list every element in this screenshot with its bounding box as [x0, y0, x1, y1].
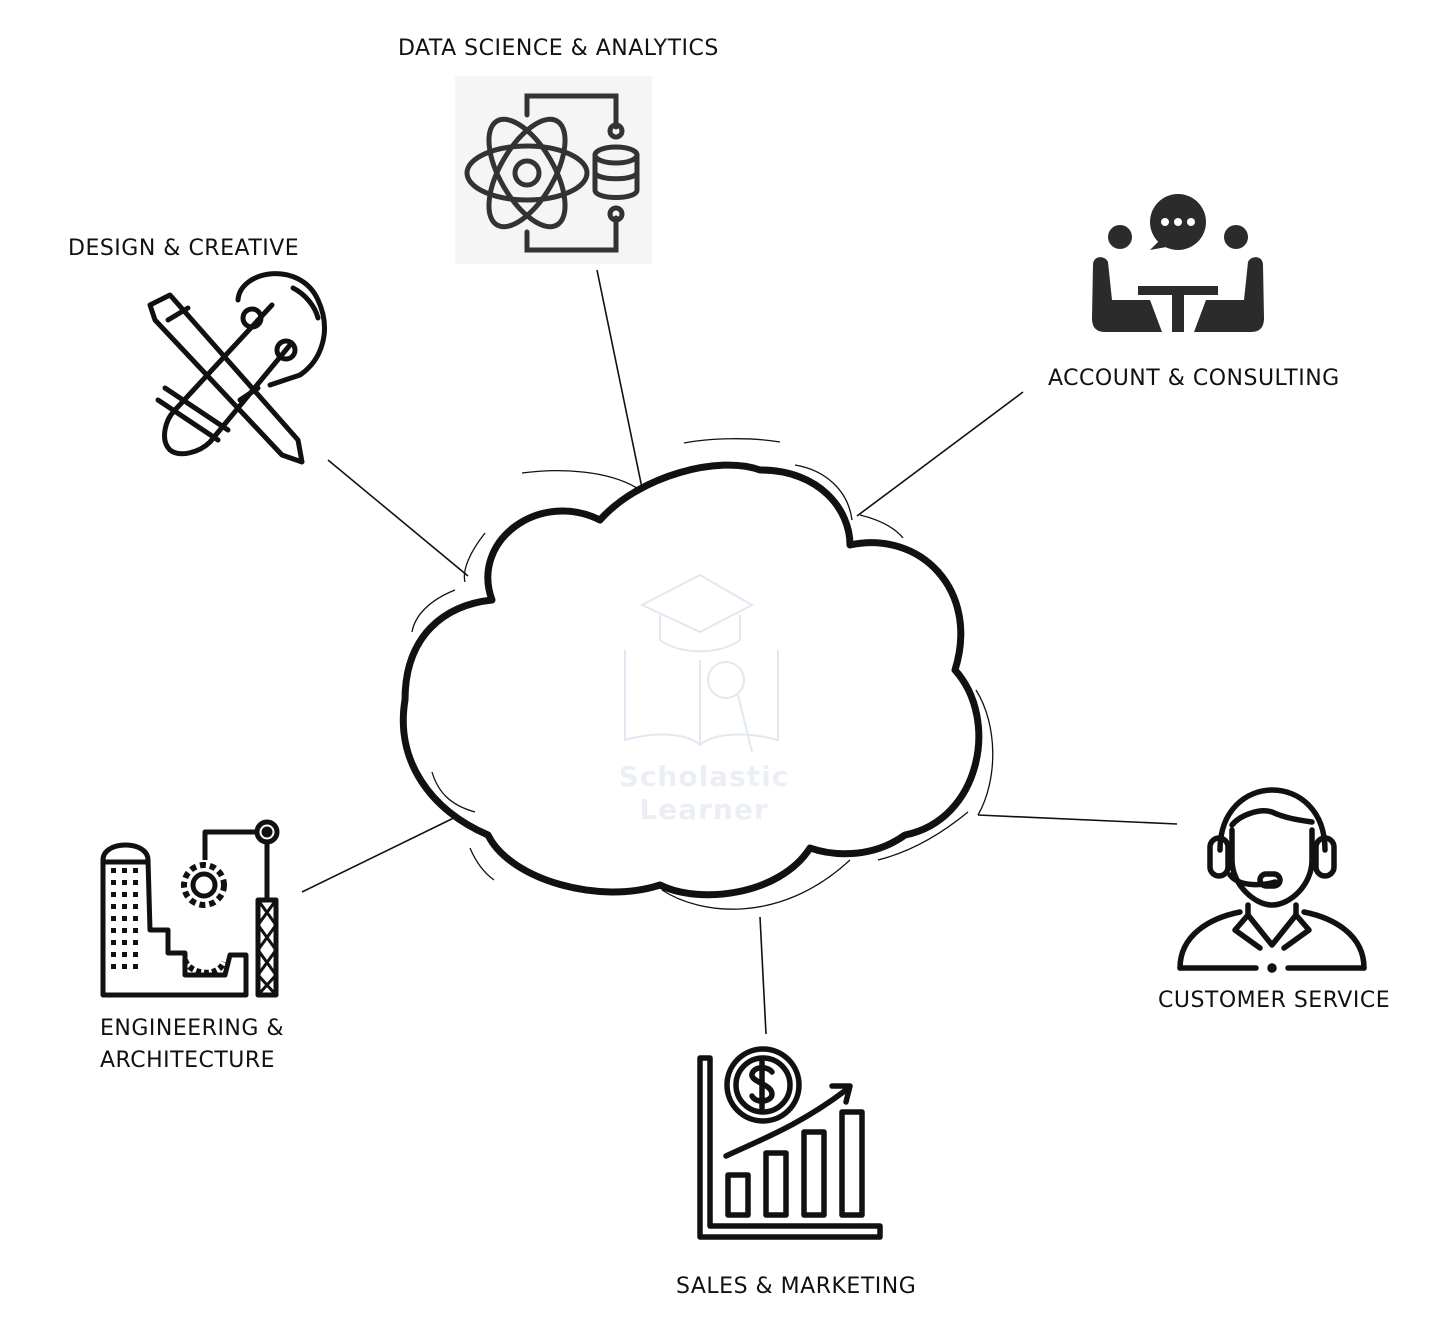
headset-agent-icon — [1177, 787, 1367, 973]
connector-sales — [759, 916, 767, 1035]
label-data-science: DATA SCIENCE & ANALYTICS — [398, 36, 719, 61]
connector-design — [327, 459, 469, 577]
label-design: DESIGN & CREATIVE — [68, 236, 300, 261]
connectors — [301, 269, 1178, 1035]
label-engineering-line1: ENGINEERING & — [100, 1016, 285, 1041]
label-account: ACCOUNT & CONSULTING — [1048, 366, 1340, 391]
central-cloud — [399, 438, 994, 910]
connector-engineering — [301, 811, 467, 893]
dollar-growth-chart-icon — [697, 1046, 883, 1240]
watermark-text: Scholastic Learner — [618, 760, 790, 826]
connector-customer — [977, 814, 1178, 825]
label-engineering-line2: ARCHITECTURE — [100, 1048, 276, 1073]
label-sales: SALES & MARKETING — [676, 1274, 917, 1299]
building-crane-icon — [100, 819, 280, 998]
label-customer: CUSTOMER SERVICE — [1158, 988, 1391, 1013]
connector-account — [856, 391, 1024, 517]
meeting-chat-icon — [1092, 194, 1264, 332]
atom-database-icon — [455, 76, 652, 264]
label-engineering: ENGINEERING & ARCHITECTURE — [100, 1013, 284, 1077]
graduation-book-icon — [624, 573, 779, 753]
connector-data-science — [596, 269, 643, 489]
pencil-lightbulb-icon — [147, 271, 327, 465]
